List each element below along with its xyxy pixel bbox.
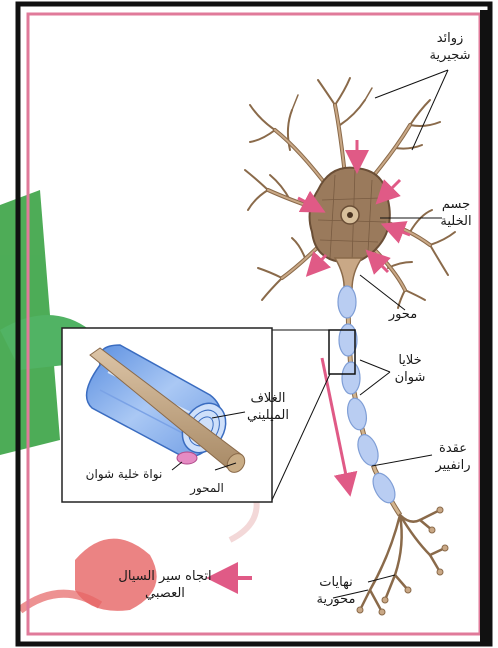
label-axon-terminals: نهايات محورية — [306, 574, 366, 608]
label-impulse-direction: اتجاه سير السيال العصبي — [110, 568, 220, 602]
inner-frame — [28, 14, 480, 634]
label-inset-axon: المحور — [182, 480, 232, 497]
schwann-nucleus-shape — [177, 452, 197, 464]
axon-hillock — [335, 258, 362, 290]
label-schwann-nucleus: نواة خلية شوان — [64, 466, 184, 483]
axon-terminals — [360, 510, 445, 612]
label-dendrites: زوائد شجيرية — [420, 30, 480, 64]
label-cell-body: جسم الخلية — [430, 196, 482, 230]
label-axon: محور — [380, 306, 426, 323]
label-schwann-cells: خلايا شوان — [387, 352, 433, 386]
label-node-of-ranvier: عقدة رانفيير — [427, 440, 479, 474]
label-myelin-sheath: الغلاف الميليني — [240, 390, 296, 424]
